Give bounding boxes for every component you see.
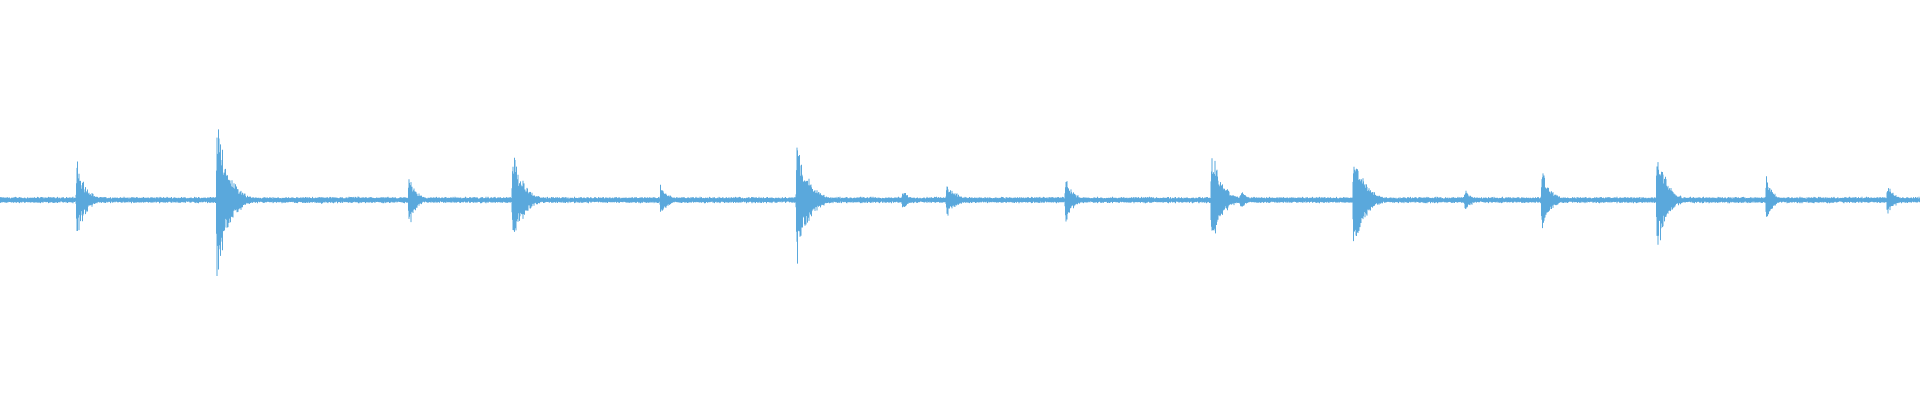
waveform-path bbox=[0, 129, 1920, 276]
